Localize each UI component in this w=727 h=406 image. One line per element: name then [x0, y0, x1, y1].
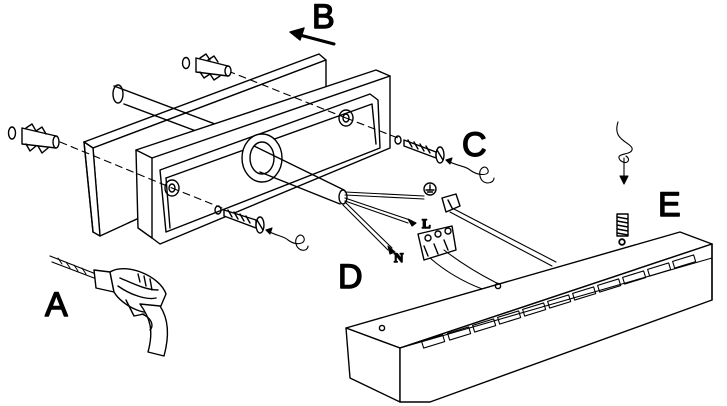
- wires: [342, 191, 425, 255]
- wire-label-neutral: N: [394, 250, 404, 265]
- label-e: E: [658, 186, 681, 224]
- rotation-arrow-left: [265, 227, 309, 251]
- rotation-arrow-e: [616, 121, 633, 185]
- screw-left: [214, 205, 265, 234]
- label-a: A: [45, 286, 68, 324]
- rotation-arrow-c: [445, 157, 495, 184]
- lamp-arm-tube: [253, 145, 348, 205]
- label-b: B: [312, 0, 335, 36]
- earth-ground-symbol: [423, 182, 437, 196]
- label-c: C: [462, 126, 487, 164]
- alignment-lines: [59, 70, 399, 209]
- lamp-body: [345, 231, 713, 403]
- grub-screw: [616, 213, 629, 246]
- wall-plug-left: [7, 123, 60, 154]
- mounting-bracket: [135, 69, 391, 245]
- screw-right: [394, 135, 445, 164]
- wall-plug-top: [181, 53, 232, 81]
- label-d: D: [338, 258, 363, 296]
- electric-drill-icon: [49, 255, 169, 357]
- direction-arrow-b: [289, 27, 336, 46]
- led-slots: [421, 254, 697, 349]
- earth-connector: [441, 193, 557, 267]
- wire-label-live: L: [422, 216, 431, 231]
